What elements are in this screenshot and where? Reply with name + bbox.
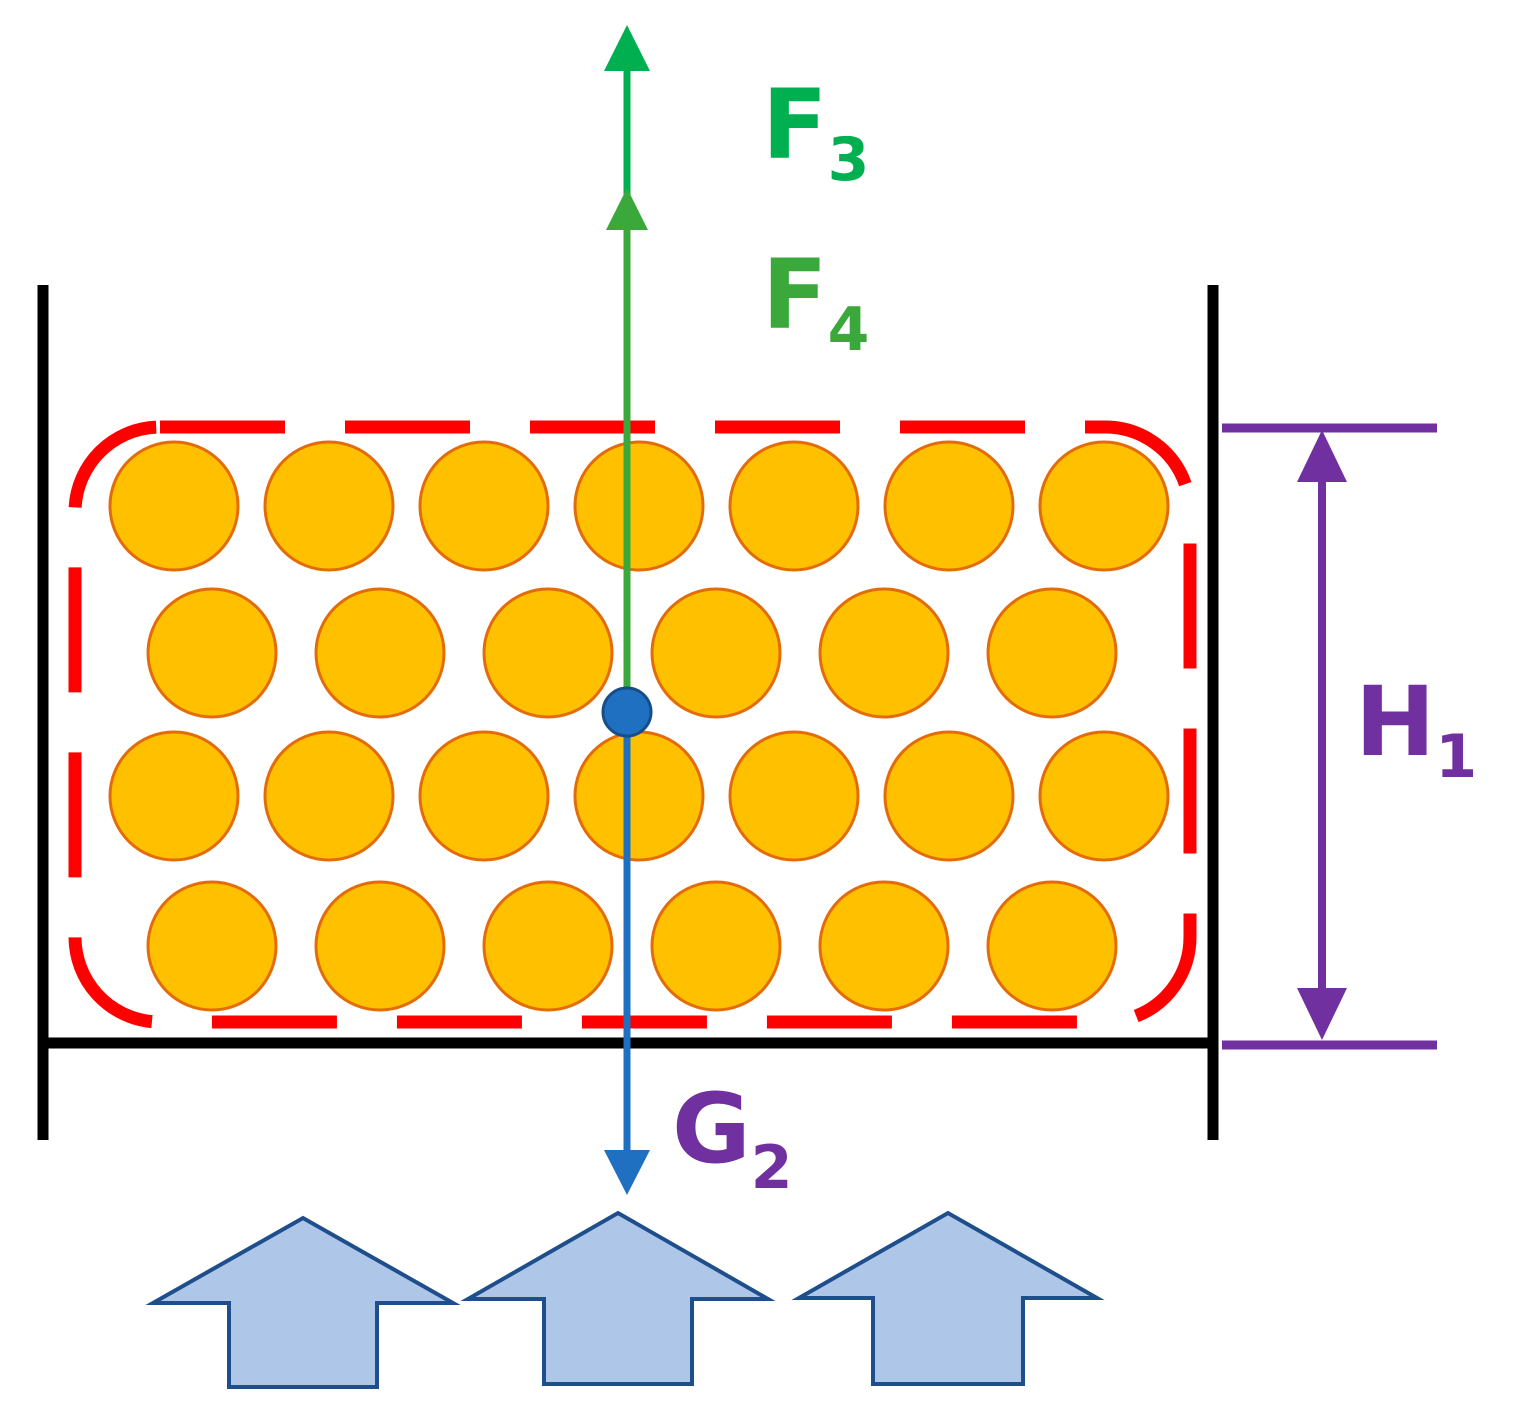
particle	[986, 880, 1118, 1012]
particle	[146, 587, 278, 719]
particle	[108, 730, 240, 862]
particle	[650, 587, 782, 719]
particle	[986, 587, 1118, 719]
h1-arrowhead-bottom	[1297, 988, 1347, 1040]
label-f3: F3	[762, 69, 869, 195]
label-h1: H1	[1355, 666, 1477, 792]
up-arrow-icon	[145, 1215, 461, 1389]
up-arrow-icon	[791, 1210, 1105, 1386]
label-g2: G2	[672, 1073, 793, 1203]
particle	[263, 730, 395, 862]
particle	[314, 880, 446, 1012]
height-h1-dimension	[1222, 423, 1437, 1050]
particle	[573, 440, 705, 572]
particle	[1038, 730, 1170, 862]
h1-arrowhead-top	[1297, 430, 1347, 482]
particle	[482, 880, 614, 1012]
particle	[1038, 440, 1170, 572]
force-g2-arrow	[604, 712, 650, 1195]
particle	[818, 587, 950, 719]
particle	[482, 587, 614, 719]
particle	[818, 880, 950, 1012]
particle	[418, 730, 550, 862]
particle	[573, 730, 705, 862]
particle	[883, 730, 1015, 862]
g2-arrowhead	[604, 1150, 650, 1195]
f4-arrowhead	[606, 188, 648, 230]
f3-arrowhead	[604, 25, 650, 71]
particle	[650, 880, 782, 1012]
up-arrow-icon	[460, 1210, 776, 1386]
particle-bed	[108, 440, 1170, 1012]
dot-icon	[601, 686, 653, 738]
particle	[728, 440, 860, 572]
force-f4-arrow	[606, 188, 648, 690]
particle	[263, 440, 395, 572]
particle	[883, 440, 1015, 572]
particle	[314, 587, 446, 719]
label-f4: F4	[762, 239, 869, 365]
particle	[146, 880, 278, 1012]
particle	[418, 440, 550, 572]
particle	[728, 730, 860, 862]
airflow-arrows	[145, 1210, 1105, 1389]
particle	[108, 440, 240, 572]
control-volume-boundary	[68, 420, 1197, 1029]
